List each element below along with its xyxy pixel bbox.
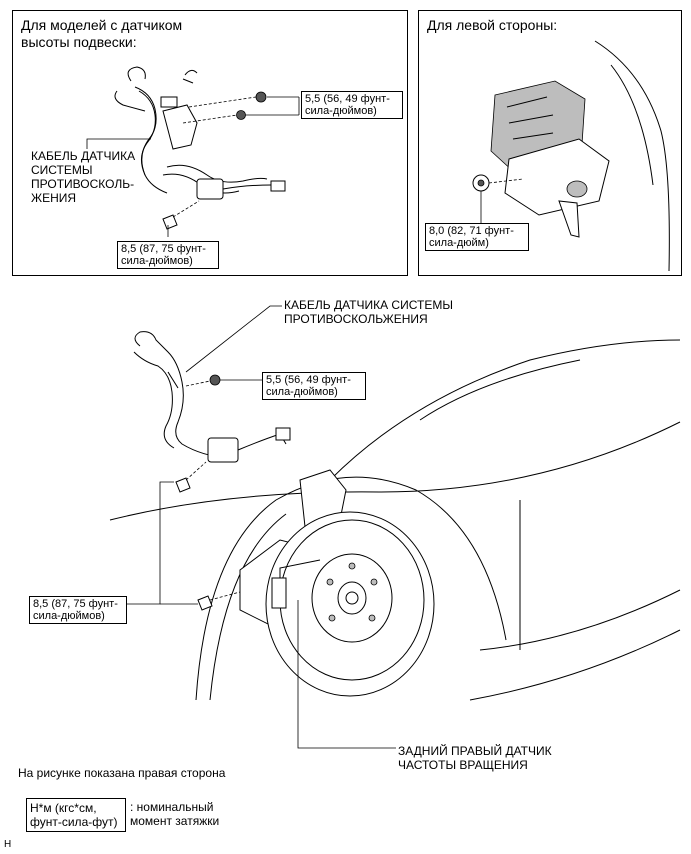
height-sensor-cable-illustration [86, 66, 300, 237]
main-abs-cable-label: КАБЕЛЬ ДАТЧИКА СИСТЕМЫ ПРОТИВОСКОЛЬЖЕНИЯ [284, 298, 453, 326]
torque-legend-text: : номинальный момент затяжки [130, 800, 220, 828]
main-torque-callout-bolt: 8,5 (87, 75 фунт- сила-дюймов) [29, 596, 127, 624]
right-side-shown-note: На рисунке показана правая сторона [18, 766, 226, 780]
corner-mark: H [4, 839, 12, 850]
torque-legend-box: Н*м (кгс*см, фунт-сила-фут) [26, 798, 126, 832]
torque-callout-left-nut: 8,0 (82, 71 фунт- сила-дюйм) [425, 223, 529, 251]
panel-title-left-side: Для левой стороны: [427, 17, 558, 33]
torque-callout-bolt: 8,5 (87, 75 фунт- сила-дюймов) [117, 241, 219, 269]
left-side-bracket-illustration [472, 40, 670, 272]
rear-right-speed-sensor-label: ЗАДНИЙ ПРАВЫЙ ДАТЧИК ЧАСТОТЫ ВРАЩЕНИЯ [398, 744, 552, 772]
main-torque-callout-nut: 5,5 (56, 49 фунт- сила-дюймов) [262, 372, 366, 400]
abs-cable-label: КАБЕЛЬ ДАТЧИКА СИСТЕМЫ ПРОТИВОСКОЛЬ- ЖЕН… [31, 149, 136, 205]
panel-with-height-sensor: Для моделей с датчиком высоты подвески: … [12, 10, 408, 276]
torque-callout-nut: 5,5 (56, 49 фунт- сила-дюймов) [301, 91, 403, 119]
panel-left-side: Для левой стороны: 8,0 (82, 71 фунт- сил… [418, 10, 682, 276]
panel-title-height-sensor: Для моделей с датчиком высоты подвески: [21, 17, 183, 50]
